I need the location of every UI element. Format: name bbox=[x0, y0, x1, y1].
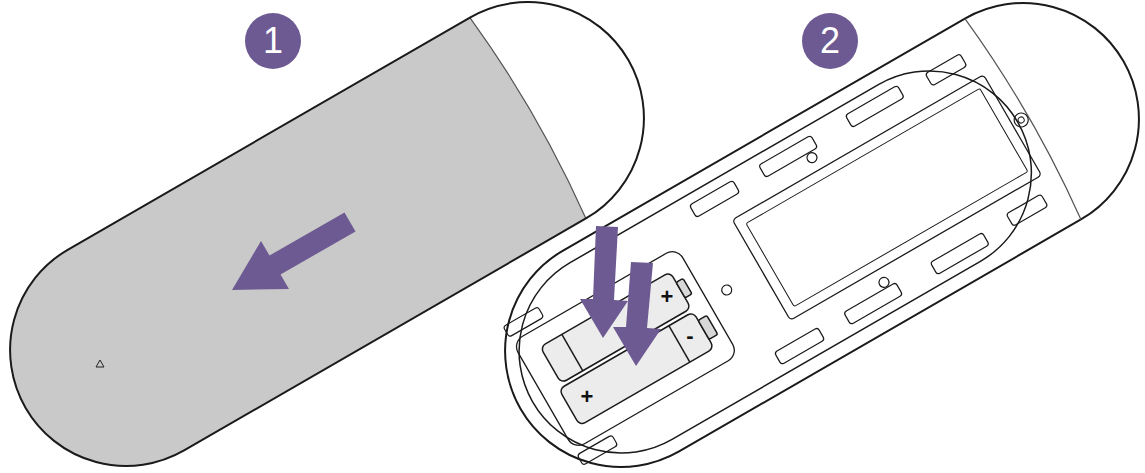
polarity-sign: + bbox=[581, 386, 594, 408]
callout-text: 1 bbox=[263, 23, 283, 59]
slide-arrow bbox=[232, 213, 356, 291]
insert-arrow bbox=[613, 262, 661, 366]
insert-arrow bbox=[580, 226, 628, 338]
remote-cover bbox=[0, 0, 686, 473]
triangle-mark bbox=[96, 360, 104, 367]
callout-number: 1 bbox=[245, 13, 301, 69]
callout-text: 2 bbox=[820, 23, 840, 59]
remote-open bbox=[463, 0, 1145, 473]
polarity-sign: + bbox=[661, 286, 674, 308]
callout-number: 2 bbox=[802, 13, 858, 69]
polarity-sign: - bbox=[686, 325, 693, 347]
